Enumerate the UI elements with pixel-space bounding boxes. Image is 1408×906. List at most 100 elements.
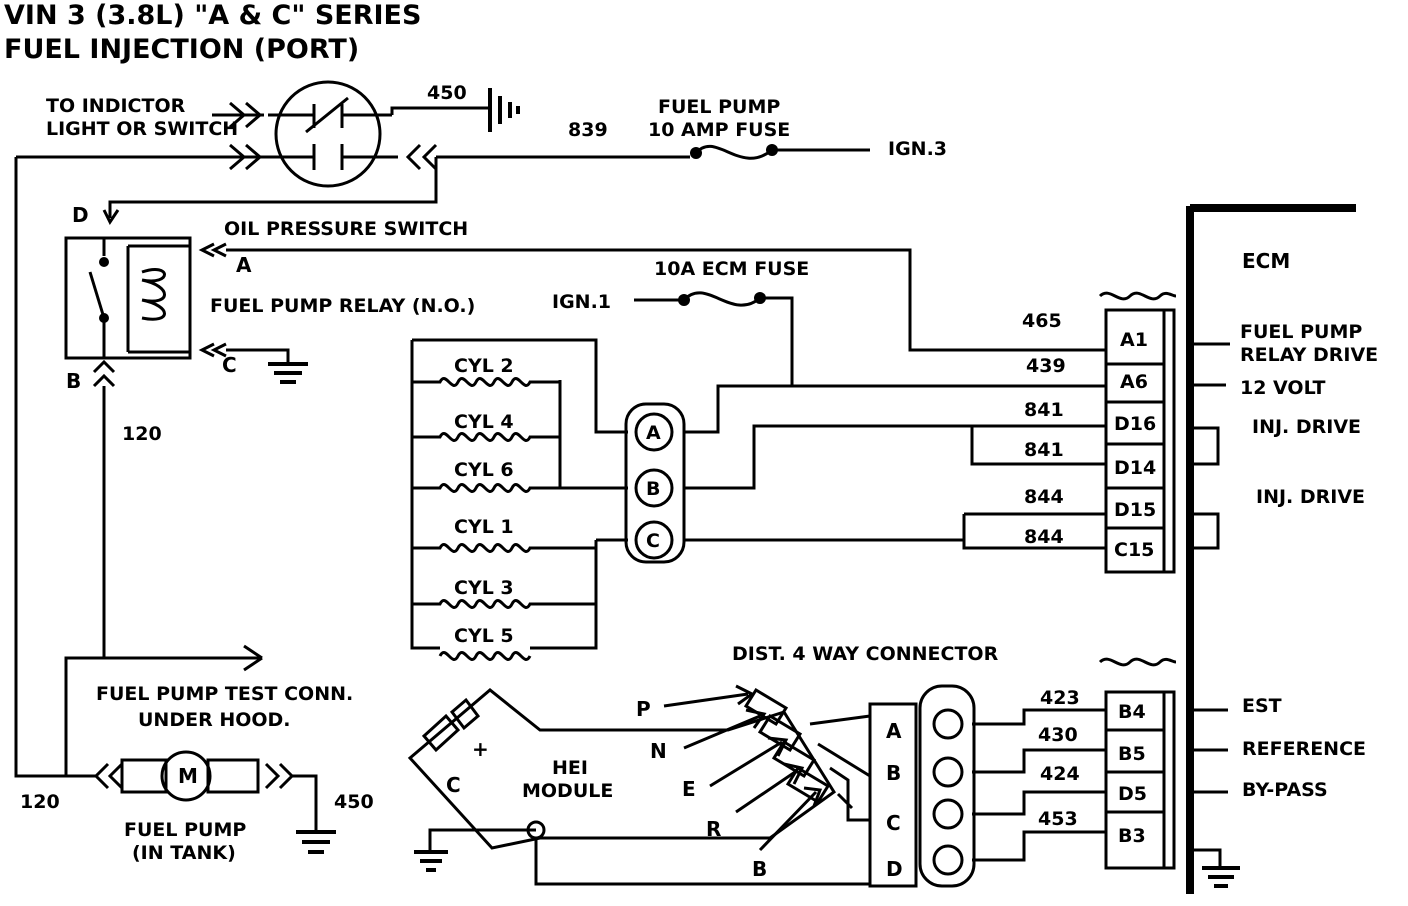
injector-bank: CYL 2 CYL 4 CYL 6 CYL 1 CYL 3 CYL 5 [410, 338, 628, 661]
injector-cyl3: CYL 3 [412, 577, 596, 609]
wire-439: 439 [1026, 355, 1066, 377]
dist-pin-a: A [886, 719, 902, 743]
injector-pin-b: B [646, 478, 660, 500]
ign3-label: IGN.3 [888, 138, 947, 160]
lead-e: E [682, 777, 696, 801]
wire-841-b: 841 [1024, 439, 1064, 461]
injector-cyl1: CYL 1 [412, 516, 596, 553]
bypass-label: BY-PASS [1242, 779, 1328, 801]
hei-label-2: MODULE [522, 780, 613, 802]
dist-connector-left-block [868, 702, 918, 888]
reference-label: REFERENCE [1242, 738, 1366, 760]
ecm-pin-b5: B5 [1118, 743, 1146, 765]
dist-pin-b: B [886, 761, 901, 785]
fuel-pump-fuse-label-2: 10 AMP FUSE [648, 119, 790, 141]
wire-424: 424 [1040, 763, 1080, 785]
fuel-pump: M 450 FUEL PUMP (IN TANK) [93, 750, 374, 864]
ecm-pin-d14: D14 [1114, 457, 1156, 479]
ecm-pin-b4: B4 [1118, 701, 1146, 723]
switch-housing [274, 80, 382, 188]
oil-pressure-switch-label: OIL PRESSURE SWITCH [224, 218, 468, 240]
relay-name-label: FUEL PUMP RELAY (N.O.) [210, 295, 475, 317]
hei-c-terminal: C [446, 773, 461, 797]
ecm-fuse: 10A ECM FUSE IGN.1 [552, 258, 809, 386]
relay-drive-label-2: RELAY DRIVE [1240, 344, 1378, 366]
wire-120-bottom: 120 [20, 791, 60, 813]
injector-cyl1-label: CYL 1 [454, 516, 514, 538]
injector-cyl2-label: CYL 2 [454, 355, 514, 377]
test-conn-label-1: FUEL PUMP TEST CONN. [96, 683, 353, 705]
ecm-fuse-label: 10A ECM FUSE [654, 258, 809, 280]
injector-connector: A B C [624, 402, 686, 564]
ground-icon-hei [414, 850, 448, 872]
volt12-label: 12 VOLT [1240, 377, 1326, 399]
wire-453: 453 [1038, 808, 1078, 830]
ecm-upper-connector [1104, 308, 1166, 574]
to-indicator-label-2: LIGHT OR SWITCH [46, 118, 238, 140]
hei-label-1: HEI [552, 757, 588, 779]
diagram-title-line1: VIN 3 (3.8L) "A & C" SERIES [4, 0, 421, 31]
hei-module: + C HEI MODULE P N E R B [407, 684, 871, 886]
ecm-label: ECM [1242, 249, 1290, 273]
wire-450-top: 450 [427, 82, 467, 104]
ecm-pin-a6: A6 [1120, 371, 1148, 393]
fuel-pump-fuse-label-1: FUEL PUMP [658, 96, 780, 118]
fuel-pump-label-2: (IN TANK) [132, 842, 236, 864]
ecm-lower-connector [1104, 690, 1166, 870]
dist-4-way-connector: DIST. 4 WAY CONNECTOR A B C D [732, 643, 999, 888]
wire-844-a: 844 [1024, 486, 1064, 508]
relay-terminal-b: B [66, 369, 81, 393]
inj-drive-label-1: INJ. DRIVE [1252, 416, 1361, 438]
wire-120-mid: 120 [122, 423, 162, 445]
ecm-pin-d15: D15 [1114, 499, 1156, 521]
wire-450-bottom: 450 [334, 791, 374, 813]
hei-plus-terminal: + [472, 737, 489, 761]
ecm-pin-c15: C15 [1114, 539, 1154, 561]
wire-839: 839 [568, 119, 608, 141]
relay-terminal-a: A [236, 253, 252, 277]
dist-pin-c: C [886, 811, 901, 835]
to-indicator-label-1: TO INDICTOR [46, 95, 186, 117]
dist-connector-right-block [918, 684, 976, 888]
ground-icon-ecm [1202, 866, 1240, 888]
ecm-pin-a1: A1 [1120, 329, 1148, 351]
wire-841-a: 841 [1024, 399, 1064, 421]
inj-drive-label-2: INJ. DRIVE [1256, 486, 1365, 508]
injector-pin-c: C [646, 530, 660, 552]
wire-465: 465 [1022, 310, 1062, 332]
diagram-title-line2: FUEL INJECTION (PORT) [4, 34, 359, 65]
wire-844-b: 844 [1024, 526, 1064, 548]
motor-icon [160, 750, 212, 802]
ign1-label: IGN.1 [552, 291, 611, 313]
lead-n: N [650, 739, 667, 763]
injector-pin-a: A [646, 422, 661, 444]
relay-box [64, 236, 192, 360]
injector-cyl5: CYL 5 [438, 625, 532, 661]
lead-r: R [706, 817, 721, 841]
wire-423: 423 [1040, 687, 1080, 709]
injector-cyl4: CYL 4 [412, 411, 560, 442]
motor-label: M [178, 764, 198, 788]
lead-b: B [752, 857, 767, 881]
est-label: EST [1242, 695, 1282, 717]
ecm-pin-d16: D16 [1114, 413, 1156, 435]
wire-430: 430 [1038, 724, 1078, 746]
ground-icon-pump [296, 830, 336, 854]
ecm-pin-b3: B3 [1118, 825, 1146, 847]
ecm-pin-d5: D5 [1118, 783, 1147, 805]
ground-icon-top [488, 88, 520, 132]
fuel-pump-relay: D OIL PRESSURE SWITCH A FUEL PUMP RELAY … [64, 203, 1106, 658]
dist-connector-label: DIST. 4 WAY CONNECTOR [732, 643, 999, 665]
fuel-pump-test-connector: FUEL PUMP TEST CONN. UNDER HOOD. [64, 644, 353, 776]
fuel-pump-fuse: 839 FUEL PUMP 10 AMP FUSE IGN.3 [568, 96, 947, 160]
injector-cyl5-label: CYL 5 [454, 625, 514, 647]
injector-cyl6-label: CYL 6 [454, 459, 514, 481]
injector-cyl4-label: CYL 4 [454, 411, 514, 433]
lead-p: P [636, 697, 651, 721]
ecm: ECM A1 A6 D16 D14 D15 C15 FUEL PUMP RELA… [1098, 204, 1378, 894]
dist-pin-d: D [886, 857, 903, 881]
injector-cyl6: CYL 6 [412, 459, 560, 493]
fuel-pump-label-1: FUEL PUMP [124, 819, 246, 841]
oil-pressure-switch: TO INDICTOR LIGHT OR SWITCH 450 [16, 80, 690, 218]
